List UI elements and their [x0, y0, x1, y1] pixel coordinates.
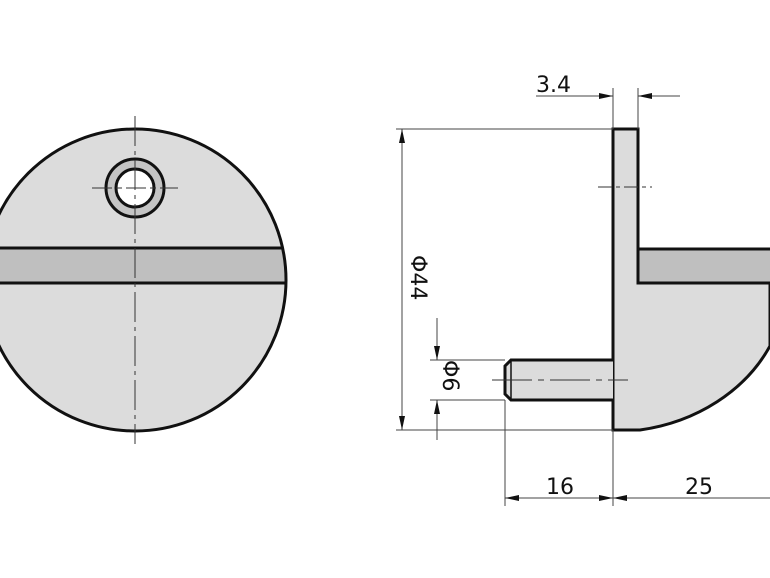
dim-pin-length: 16 [546, 475, 574, 500]
centerlines [92, 116, 178, 444]
bracket-body [611, 127, 770, 432]
dim-plate-thickness: 3.4 [536, 73, 571, 98]
front-view [0, 116, 288, 444]
dimensions [396, 88, 770, 506]
shelf-slot [636, 247, 770, 285]
dim-shelf-depth: 25 [685, 475, 713, 500]
dim-pin-diameter: Φ6 [437, 360, 462, 391]
slot [0, 248, 286, 283]
dim-outer-diameter: Φ44 [405, 255, 430, 300]
side-view [492, 127, 770, 432]
